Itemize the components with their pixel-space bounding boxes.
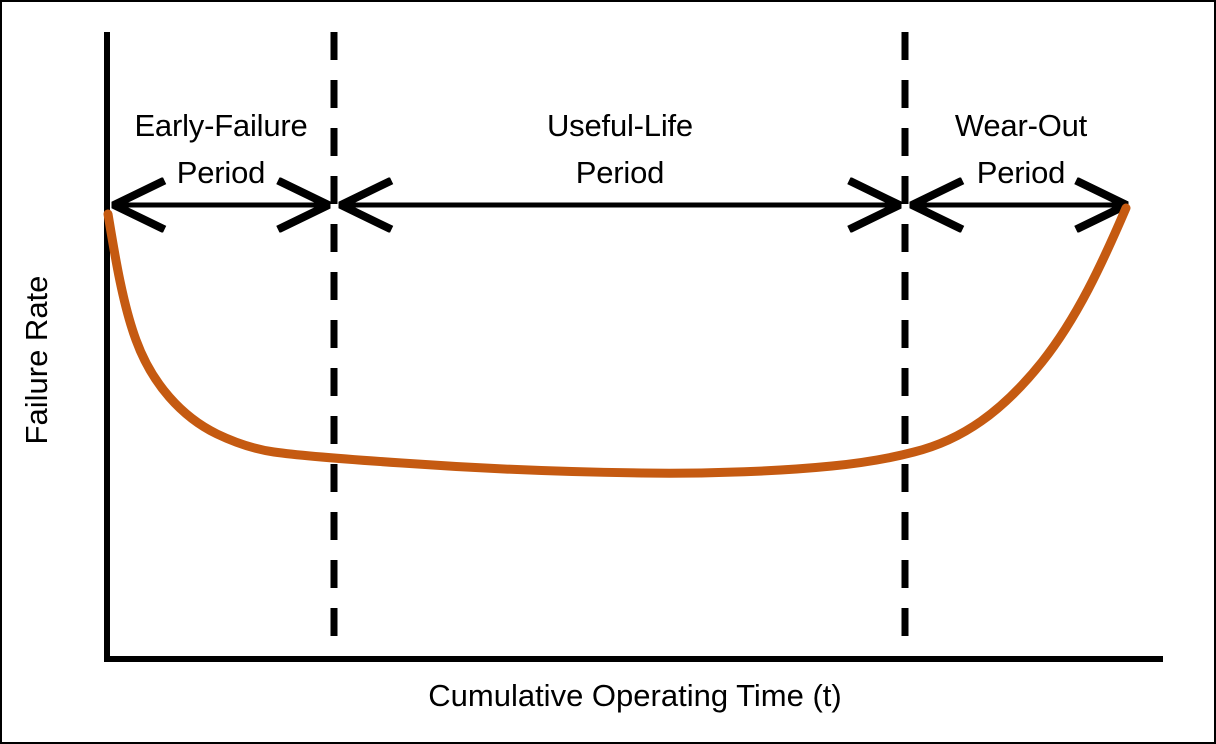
- wear-out-period-label: Wear-Out Period: [954, 108, 1088, 191]
- failure-rate-curve: [103, 203, 1131, 478]
- early-failure-period-label: Early-Failure Period: [134, 108, 308, 191]
- useful-life-period-label: Useful-Life Period: [547, 108, 693, 191]
- x-axis-title: Cumulative Operating Time (t): [428, 678, 842, 713]
- y-axis-title: Failure Rate: [19, 275, 54, 445]
